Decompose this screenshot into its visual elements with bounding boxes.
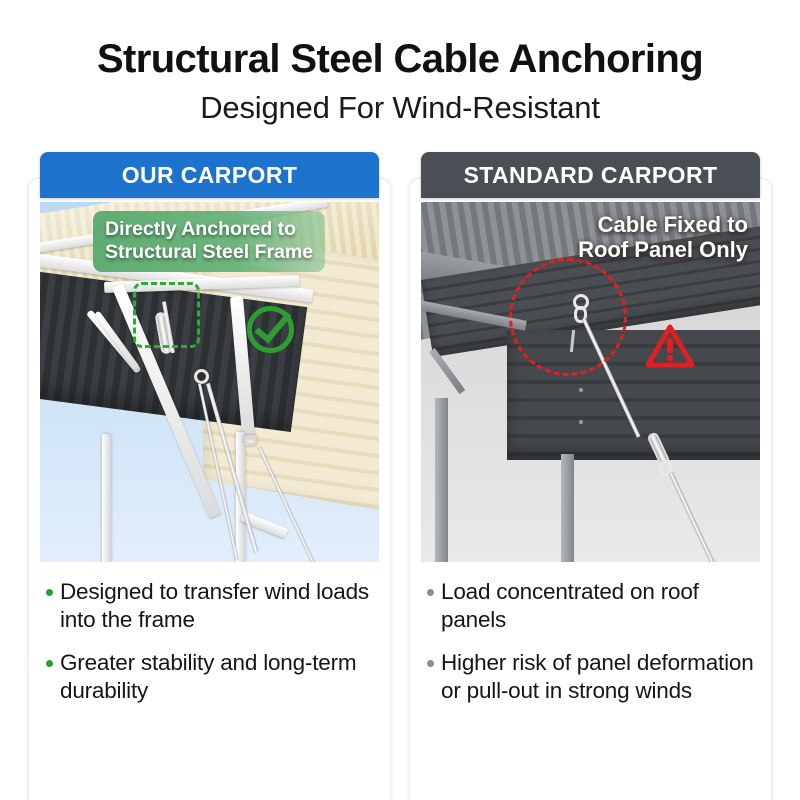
list-item: Designed to transfer wind loads into the… bbox=[46, 578, 377, 634]
page-title: Structural Steel Cable Anchoring bbox=[96, 37, 704, 81]
photo-caption-our-carport: Directly Anchored to Structural Steel Fr… bbox=[93, 211, 326, 272]
warning-triangle-icon bbox=[645, 324, 695, 368]
grey-support-post-mid bbox=[561, 454, 574, 563]
comparison-section: OUR CARPORT bbox=[0, 125, 800, 800]
panel-fastener-dot bbox=[579, 420, 583, 425]
comparison-column-standard-carport: STANDARD CARPORT bbox=[409, 152, 772, 800]
support-post-left bbox=[102, 434, 111, 563]
bullet-dot-icon bbox=[46, 589, 53, 597]
bullet-list-our-carport: Designed to transfer wind loads into the… bbox=[28, 562, 391, 705]
photo-caption-standard-carport: Cable Fixed to Roof Panel Only bbox=[578, 212, 748, 262]
photo-caption-line-1: Cable Fixed to bbox=[597, 212, 748, 238]
green-dashed-highlight-box bbox=[133, 282, 200, 349]
bullet-text: Higher risk of panel deformation or pull… bbox=[441, 650, 754, 703]
bullet-text: Designed to transfer wind loads into the… bbox=[60, 579, 369, 633]
cable-anchor-plate bbox=[244, 435, 257, 447]
bullet-text: Load concentrated on roof panels bbox=[441, 579, 699, 633]
list-item: Higher risk of panel deformation or pull… bbox=[427, 649, 758, 705]
list-item: Load concentrated on roof panels bbox=[427, 578, 758, 634]
list-item: Greater stability and long-term durabili… bbox=[46, 649, 377, 705]
comparison-column-our-carport: OUR CARPORT bbox=[28, 152, 391, 800]
panel-fastener-dot bbox=[579, 388, 583, 393]
red-dashed-highlight-circle bbox=[509, 258, 627, 377]
grey-support-post-left bbox=[435, 398, 448, 563]
photo-caption-line-1: Directly Anchored to bbox=[105, 218, 297, 241]
cable-ring bbox=[194, 369, 209, 385]
banner-standard-carport: STANDARD CARPORT bbox=[421, 152, 760, 199]
bullet-dot-icon bbox=[46, 660, 53, 668]
green-check-icon bbox=[247, 306, 294, 354]
header: Structural Steel Cable Anchoring Designe… bbox=[0, 0, 800, 125]
grey-cable-link bbox=[659, 460, 672, 478]
bullet-list-standard-carport: Load concentrated on roof panels Higher … bbox=[409, 562, 772, 705]
page-subtitle: Designed For Wind-Resistant bbox=[200, 90, 600, 126]
photo-caption-line-2: Roof Panel Only bbox=[578, 237, 748, 263]
banner-our-carport: OUR CARPORT bbox=[40, 152, 379, 199]
bullet-dot-icon bbox=[427, 660, 434, 668]
bullet-dot-icon bbox=[427, 589, 434, 597]
photo-our-carport: Directly Anchored to Structural Steel Fr… bbox=[40, 202, 379, 563]
photo-standard-carport: Cable Fixed to Roof Panel Only bbox=[421, 202, 760, 563]
photo-caption-line-2: Structural Steel Frame bbox=[105, 241, 314, 264]
bullet-text: Greater stability and long-term durabili… bbox=[60, 650, 357, 703]
